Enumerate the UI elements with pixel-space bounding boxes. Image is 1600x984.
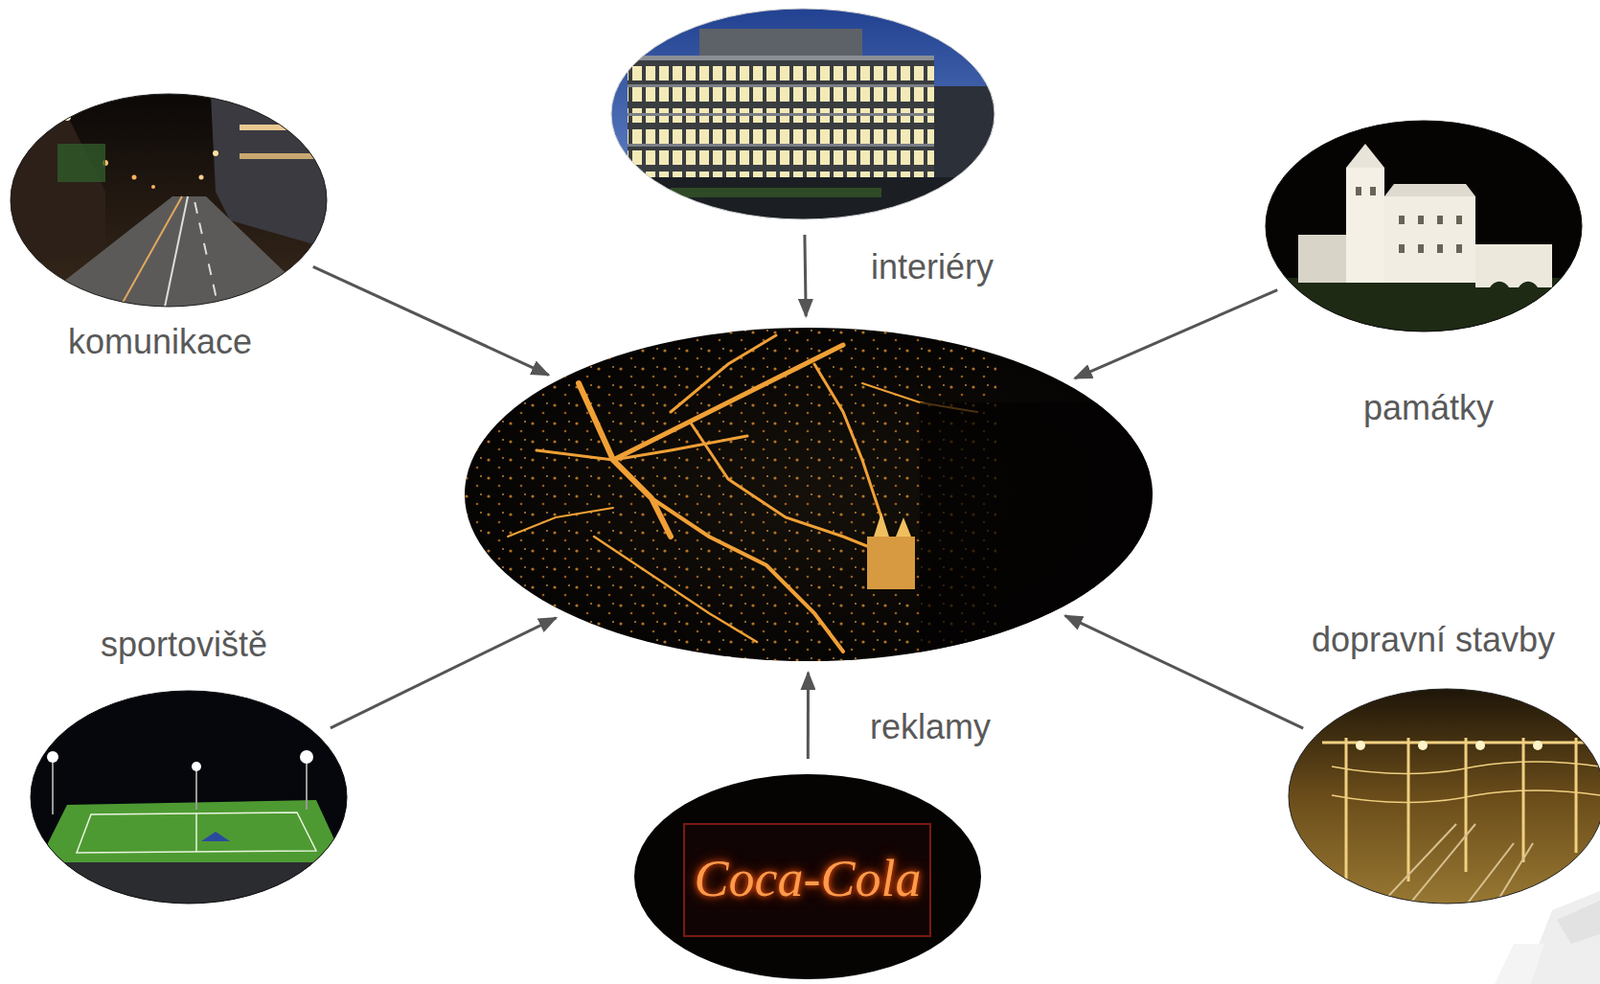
photo-frame (1288, 688, 1600, 904)
roads-photo-node: komunikace (10, 93, 327, 307)
neon-sign-text: Coca-Cola (694, 850, 922, 908)
category-label: komunikace (68, 322, 252, 362)
category-label: památky (1363, 388, 1494, 428)
street-photo (0, 86, 336, 317)
transport-photo-node: dopravní stavby (1288, 688, 1600, 904)
lit-streets (507, 335, 978, 652)
monuments-photo-node: památky (1265, 120, 1582, 332)
arrow-connector (313, 266, 549, 375)
category-label: sportoviště (100, 625, 268, 664)
arrow-connector (1074, 290, 1278, 379)
office-building-photo (603, 0, 1006, 235)
category-label: reklamy (869, 708, 991, 747)
sports-photo-node: sportoviště (30, 690, 347, 904)
railway-photo (1283, 685, 1600, 911)
arrow-connector (806, 672, 810, 759)
category-label: interiéry (870, 248, 994, 287)
category-label: dopravní stavby (1311, 620, 1555, 660)
castle-photo (1264, 114, 1591, 345)
photo-frame (30, 690, 347, 904)
neon-sign-photo (627, 771, 987, 984)
logo-watermark (1494, 891, 1600, 984)
city-photo-node (464, 327, 1153, 662)
lit-church (867, 536, 915, 590)
interior-photo-node: interiéry (611, 8, 995, 220)
arrow-connector (804, 234, 806, 317)
photo-frame (1265, 120, 1582, 332)
arrow-connector (330, 617, 556, 729)
photo-frame (611, 8, 995, 220)
sports-field-photo (23, 685, 360, 915)
arrow-connector (1065, 616, 1303, 729)
photo-frame (10, 93, 327, 307)
city-night-aerial-photo (459, 325, 1160, 666)
